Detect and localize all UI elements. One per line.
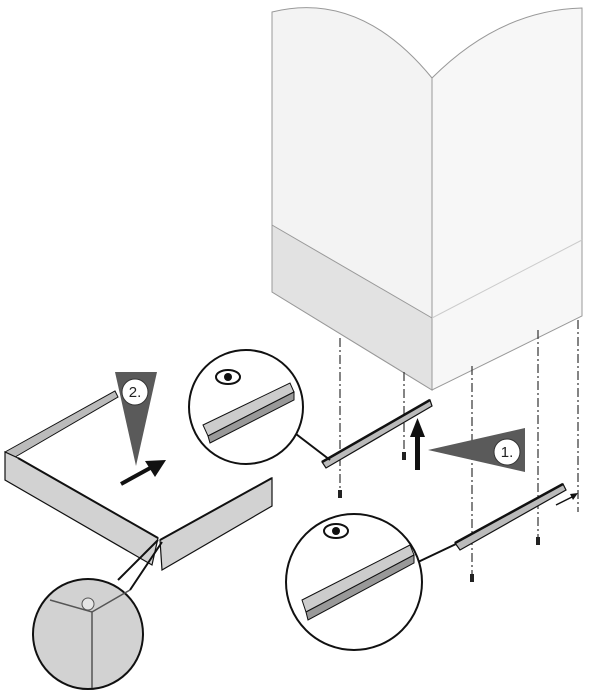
eye-icon (215, 369, 241, 385)
step-1-marker: 1. (428, 428, 525, 472)
arrow-right-icon (555, 493, 578, 506)
mounting-rail-2 (454, 482, 567, 551)
eye-icon (323, 523, 349, 539)
mounting-rail-1 (321, 398, 433, 469)
step-2-label: 2. (129, 384, 142, 401)
arrow-up-icon (410, 418, 425, 470)
step-2-marker: 2. (115, 372, 157, 466)
arrow-right-icon (120, 460, 166, 486)
appliance-unit (271, 7, 583, 391)
step-1-label: 1. (501, 444, 514, 461)
screws (338, 452, 540, 582)
rail-detail-1 (188, 349, 331, 465)
rail-detail-2 (285, 513, 457, 651)
corner-detail (32, 539, 163, 690)
